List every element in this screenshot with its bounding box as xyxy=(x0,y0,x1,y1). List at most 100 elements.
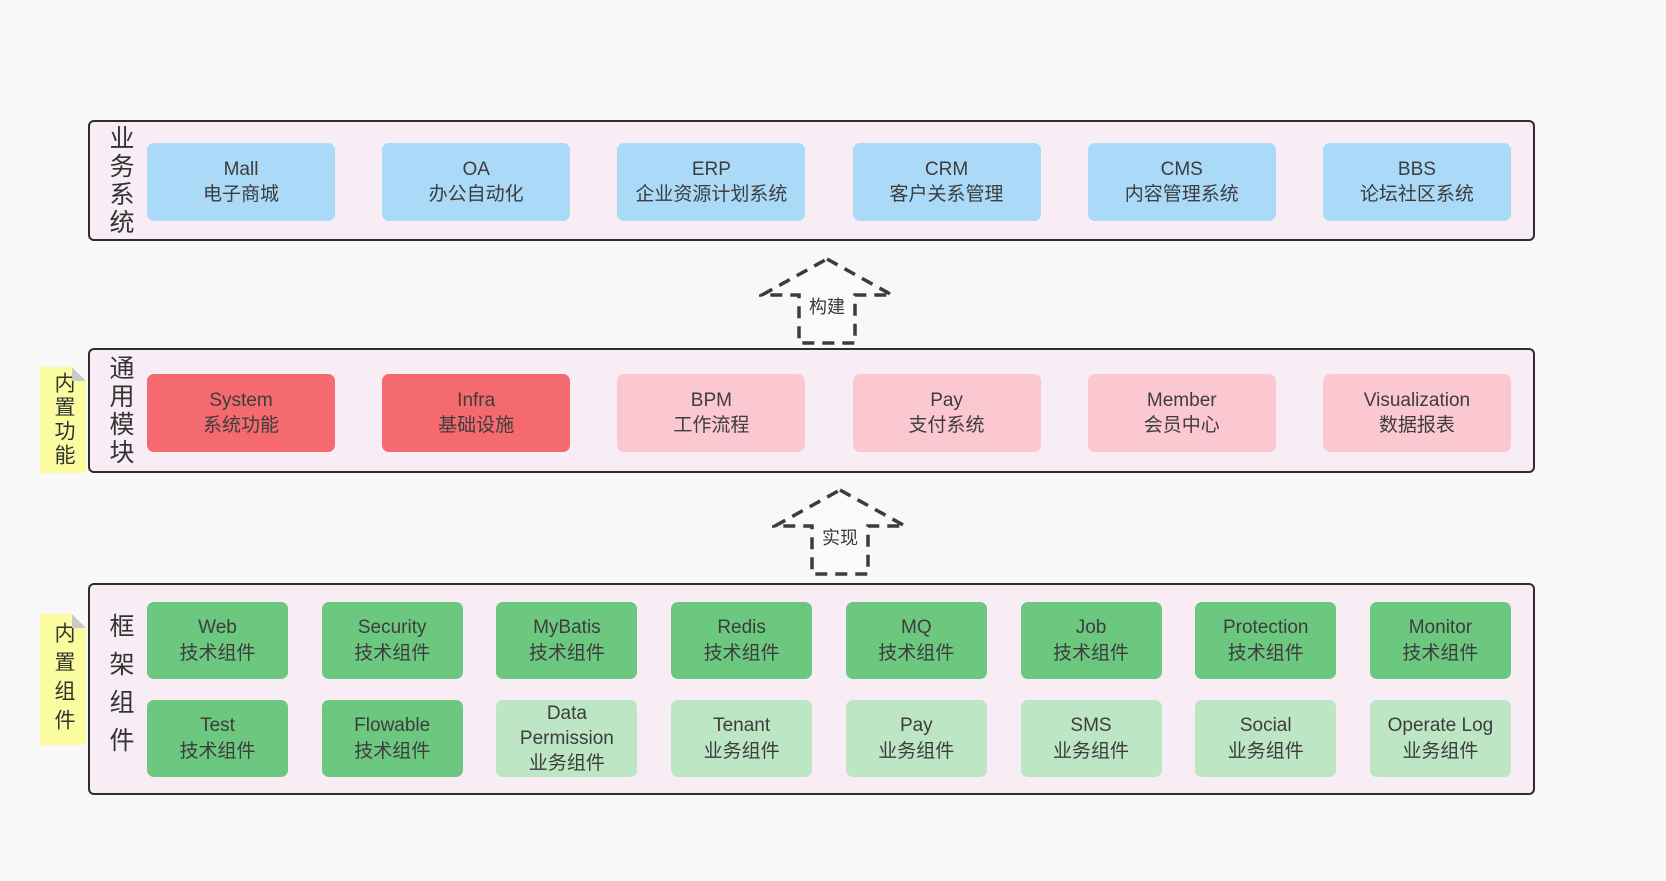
box-subtitle: 办公自动化 xyxy=(428,184,524,205)
implement-up-arrow: 实现 xyxy=(772,487,908,577)
diagram-box-redis: Redis 技术组件 xyxy=(671,602,813,679)
box-subtitle: 会员中心 xyxy=(1143,415,1220,436)
box-subtitle: 业务组件 xyxy=(1402,740,1479,762)
box-title: Pay xyxy=(930,389,963,411)
arrow-label: 实现 xyxy=(819,523,861,551)
layer-side-label-wrap: 框架组件 xyxy=(98,585,142,793)
box-title: Monitor xyxy=(1408,617,1473,639)
box-subtitle: 支付系统 xyxy=(908,415,985,436)
diagram-box-web: Web 技术组件 xyxy=(147,602,288,679)
box-title: CRM xyxy=(924,158,969,180)
box-title: BPM xyxy=(690,389,732,411)
arrow-label: 构建 xyxy=(806,292,848,320)
diagram-box-mybatis: MyBatis 技术组件 xyxy=(496,602,638,679)
box-subtitle: 电子商城 xyxy=(202,184,279,205)
diagram-box-system: System 系统功能 xyxy=(147,374,335,452)
box-subtitle: 技术组件 xyxy=(179,740,256,762)
diagram-box-mall: Mall 电子商城 xyxy=(147,143,335,221)
box-title: OA xyxy=(462,158,490,180)
layer-side-label-wrap: 业务系统 xyxy=(98,122,142,239)
box-title: Member xyxy=(1146,389,1217,411)
box-title: Web xyxy=(198,617,237,639)
box-subtitle: 业务组件 xyxy=(703,740,780,762)
box-title: Visualization xyxy=(1363,389,1471,411)
builtin-feature-tag: 内置功能 xyxy=(40,367,86,473)
box-title: System xyxy=(209,389,273,411)
builtin-component-tag: 内置组件 xyxy=(40,614,86,745)
box-title: MQ xyxy=(901,617,932,639)
box-subtitle: 基础设施 xyxy=(438,415,515,436)
diagram-box-monitor: Monitor 技术组件 xyxy=(1369,602,1511,679)
box-title: MyBatis xyxy=(533,617,601,639)
box-title: SMS xyxy=(1070,715,1112,737)
diagram-box-mq: MQ 技术组件 xyxy=(845,602,987,679)
diagram-box-social: Social 业务组件 xyxy=(1195,700,1337,777)
box-title: CMS xyxy=(1160,158,1203,180)
common-modules-layer: 通用模块 System 系统功能 Infra 基础设施 BPM 工作流程 Pay 支付系统 Me… xyxy=(88,348,1535,473)
box-title: Infra xyxy=(457,389,496,411)
box-subtitle: 技术组件 xyxy=(528,642,605,664)
diagram-box-erp: ERP 企业资源计划系统 xyxy=(617,143,806,221)
box-title: BBS xyxy=(1397,158,1436,180)
box-subtitle: 技术组件 xyxy=(354,642,431,664)
box-subtitle: 技术组件 xyxy=(703,642,780,664)
box-subtitle: 工作流程 xyxy=(673,415,750,436)
diagram-box-visualization: Visualization 数据报表 xyxy=(1322,374,1511,452)
diagram-box-infra: Infra 基础设施 xyxy=(382,374,571,452)
business-systems-layer: 业务系统 Mall 电子商城 OA 办公自动化 ERP 企业资源计划系统 CRM 客户关系管理… xyxy=(88,120,1535,241)
box-title: Security xyxy=(357,617,427,639)
diagram-box-flowable: Flowable 技术组件 xyxy=(321,700,463,777)
box-subtitle: 技术组件 xyxy=(1227,642,1304,664)
box-subtitle: 业务组件 xyxy=(1053,740,1130,762)
box-title: Flowable xyxy=(354,715,431,737)
layer-side-label: 业务系统 xyxy=(106,124,134,237)
box-subtitle: 技术组件 xyxy=(179,642,256,664)
box-subtitle: 技术组件 xyxy=(878,642,955,664)
diagram-box-operate-log: Operate Log 业务组件 xyxy=(1369,700,1511,777)
layer-side-label: 通用模块 xyxy=(106,354,134,467)
box-title: Operate Log xyxy=(1387,715,1494,737)
diagram-box-bpm: BPM 工作流程 xyxy=(617,374,806,452)
box-title: Data Permission xyxy=(519,702,614,749)
box-title: Protection xyxy=(1222,617,1309,639)
box-subtitle: 数据报表 xyxy=(1378,415,1455,436)
diagram-box-tenant: Tenant 业务组件 xyxy=(671,700,813,777)
diagram-box-member: Member 会员中心 xyxy=(1087,374,1276,452)
box-title: Social xyxy=(1239,715,1292,737)
diagram-box-oa: OA 办公自动化 xyxy=(382,143,571,221)
box-subtitle: 业务组件 xyxy=(878,740,955,762)
box-subtitle: 业务组件 xyxy=(1227,740,1304,762)
box-subtitle: 技术组件 xyxy=(1402,642,1479,664)
diagram-box-bbs: BBS 论坛社区系统 xyxy=(1322,143,1511,221)
box-title: Mall xyxy=(223,158,259,180)
box-title: Test xyxy=(200,715,235,737)
diagram-box-crm: CRM 客户关系管理 xyxy=(852,143,1041,221)
box-title: ERP xyxy=(691,158,731,180)
box-subtitle: 企业资源计划系统 xyxy=(635,184,788,205)
common-modules-row: System 系统功能 Infra 基础设施 BPM 工作流程 Pay 支付系统 Member 会… xyxy=(147,374,1511,452)
diagram-box-protection: Protection 技术组件 xyxy=(1195,602,1337,679)
box-subtitle: 业务组件 xyxy=(528,753,605,775)
box-title: Redis xyxy=(717,617,766,639)
box-subtitle: 客户关系管理 xyxy=(889,184,1004,205)
diagram-box-pay: Pay 支付系统 xyxy=(852,374,1041,452)
diagram-box-sms: SMS 业务组件 xyxy=(1020,700,1162,777)
build-up-arrow: 构建 xyxy=(759,256,895,346)
diagram-box-security: Security 技术组件 xyxy=(321,602,463,679)
box-title: Job xyxy=(1075,617,1107,639)
box-subtitle: 技术组件 xyxy=(354,740,431,762)
layer-side-label: 框架组件 xyxy=(106,613,134,765)
box-subtitle: 论坛社区系统 xyxy=(1359,184,1474,205)
layer-side-label-wrap: 通用模块 xyxy=(98,350,142,471)
box-title: Tenant xyxy=(713,715,771,737)
box-subtitle: 系统功能 xyxy=(202,415,279,436)
tag-label: 内置组件 xyxy=(52,621,75,738)
diagram-box-job: Job 技术组件 xyxy=(1020,602,1162,679)
diagram-box-test: Test 技术组件 xyxy=(147,700,288,777)
box-subtitle: 技术组件 xyxy=(1053,642,1130,664)
